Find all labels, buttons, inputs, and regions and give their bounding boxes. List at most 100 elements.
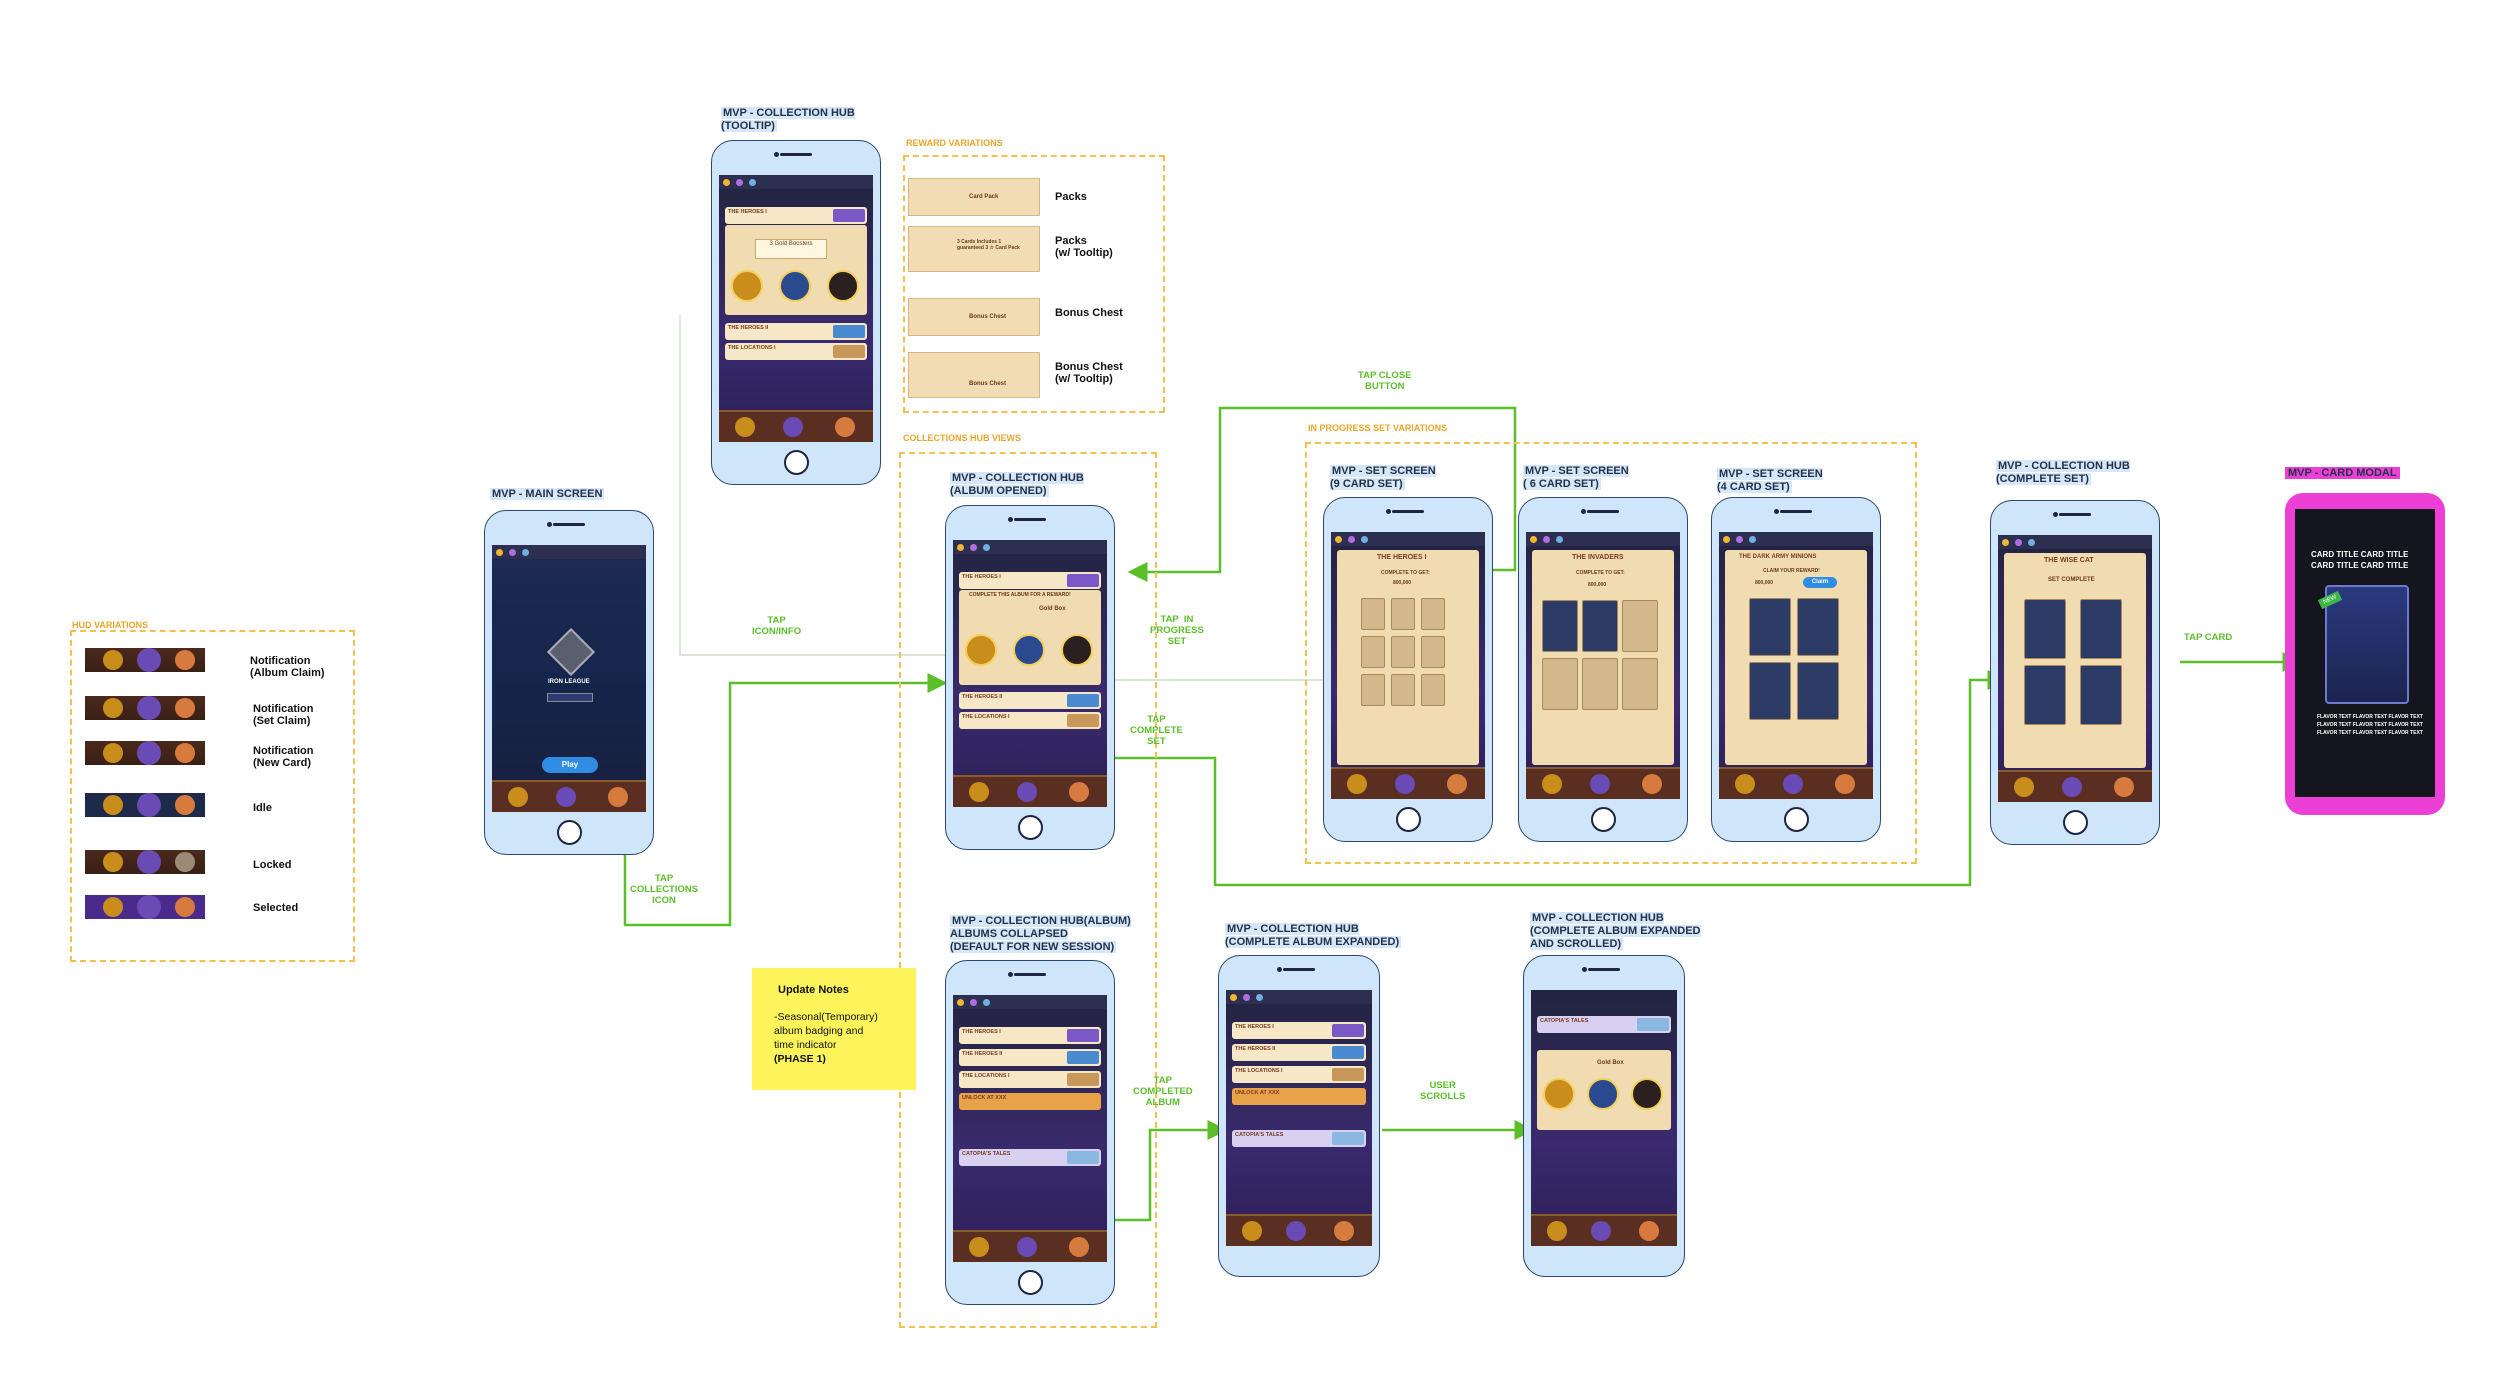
collections-icon[interactable] [1642,774,1662,794]
card-slot[interactable] [1421,674,1445,706]
versus-icon[interactable] [1286,1221,1306,1241]
play-button[interactable]: Play [542,757,598,773]
versus-icon[interactable] [1591,1221,1611,1241]
album-row-complete[interactable]: CATOPIA'S TALES [1232,1130,1366,1147]
album-row[interactable]: THE HEROES I [1232,1022,1366,1039]
badge-icon[interactable] [827,270,859,302]
update-notes-phase: (PHASE 1) [774,1053,826,1065]
flavor-text: FLAVOR TEXT FLAVOR TEXT FLAVOR TEXT [2317,722,2423,728]
badge-icon[interactable] [1587,1078,1619,1110]
badge-icon[interactable] [779,270,811,302]
card-slot[interactable] [1542,600,1578,652]
set-panel: THE HEROES I COMPLETE TO GET: 800,000 [1337,550,1479,765]
card-slot[interactable] [1749,662,1791,720]
card-slot[interactable] [1582,658,1618,710]
card-slot[interactable] [2080,599,2122,659]
set-sub: CLAIM YOUR REWARD! [1763,568,1820,574]
card-slot[interactable] [1542,658,1578,710]
album-row-locked[interactable]: UNLOCK AT XXX [959,1093,1101,1110]
versus-icon[interactable] [556,787,576,807]
card-slot[interactable] [1622,600,1658,652]
card-slot[interactable] [1391,636,1415,668]
trophy-icon[interactable] [1735,774,1755,794]
card-slot[interactable] [1361,674,1385,706]
trophy-icon[interactable] [2014,777,2034,797]
album-row[interactable]: THE HEROES I [959,1027,1101,1044]
badge-icon[interactable] [965,634,997,666]
trophy-icon[interactable] [969,1237,989,1257]
trophy-icon[interactable] [508,787,528,807]
tooltip-bubble: 3 Gold Boosters [755,239,827,259]
album-panel: COMPLETE THIS ALBUM FOR A REWARD! Gold B… [959,590,1101,685]
collections-icon[interactable] [1447,774,1467,794]
phone-collapsed: THE HEROES I THE HEROES II THE LOCATIONS… [945,960,1115,1305]
trophy-icon[interactable] [1547,1221,1567,1241]
versus-icon[interactable] [1783,774,1803,794]
album-row[interactable]: THE HEROES I [725,207,867,224]
home-button [557,820,582,845]
reward-img-text: 3 Cards Includes 1 guaranteed 3 ☆ Card P… [957,239,1020,251]
card-slot[interactable] [1361,636,1385,668]
reward-label-packs-tooltip: Packs (w/ Tooltip) [1055,235,1113,259]
card-slot[interactable] [1797,598,1839,656]
badge-icon[interactable] [731,270,763,302]
card-slot[interactable] [1749,598,1791,656]
badge-icon[interactable] [1631,1078,1663,1110]
album-row[interactable]: THE HEROES I [959,572,1101,589]
album-row[interactable]: THE HEROES II [959,1049,1101,1066]
versus-icon[interactable] [1395,774,1415,794]
trophy-icon[interactable] [1242,1221,1262,1241]
card-slot[interactable] [2080,665,2122,725]
badge-icon[interactable] [1543,1078,1575,1110]
collections-icon[interactable] [1835,774,1855,794]
card-slot[interactable] [1797,662,1839,720]
card-slot[interactable] [2024,665,2066,725]
album-opened-screen: THE HEROES I COMPLETE THIS ALBUM FOR A R… [953,540,1107,807]
card-slot[interactable] [2024,599,2066,659]
album-row-complete[interactable]: CATOPIA'S TALES [1537,1016,1671,1033]
card-slot[interactable] [1391,598,1415,630]
album-row[interactable]: THE LOCATIONS I [1232,1066,1366,1083]
versus-icon[interactable] [1590,774,1610,794]
badge-icon[interactable] [1061,634,1093,666]
card-slot[interactable] [1361,598,1385,630]
trophy-icon[interactable] [969,782,989,802]
album-row[interactable]: THE LOCATIONS I [725,343,867,360]
collections-icon[interactable] [608,787,628,807]
trophy-icon[interactable] [1542,774,1562,794]
trophy-icon[interactable] [1347,774,1367,794]
album-row[interactable]: THE HEROES II [725,323,867,340]
versus-icon[interactable] [1017,1237,1037,1257]
trophy-icon[interactable] [735,417,755,437]
badge-icon[interactable] [1013,634,1045,666]
home-button [1018,1270,1043,1295]
connector-close-button [1127,406,1517,582]
collections-icon[interactable] [835,417,855,437]
versus-icon[interactable] [2062,777,2082,797]
reward-bonus-chest-image: Bonus Chest [908,298,1040,336]
album-row[interactable]: THE LOCATIONS I [959,712,1101,729]
card-slot[interactable] [1421,598,1445,630]
collections-icon[interactable] [2114,777,2134,797]
collections-icon[interactable] [1334,1221,1354,1241]
card-slot[interactable] [1582,600,1618,652]
card-slot[interactable] [1391,674,1415,706]
album-row[interactable]: THE HEROES II [1232,1044,1366,1061]
album-row[interactable]: THE HEROES II [959,692,1101,709]
card-slot[interactable] [1622,658,1658,710]
album-row-complete[interactable]: CATOPIA'S TALES [959,1149,1101,1166]
collections-hub-views-label: COLLECTIONS HUB VIEWS [903,433,1022,443]
album-row[interactable]: THE LOCATIONS I [959,1071,1101,1088]
claim-button[interactable]: Claim [1803,577,1837,588]
album-panel: 3 Gold Boosters [725,225,867,315]
set-sub: COMPLETE TO GET: [1381,570,1430,576]
versus-icon[interactable] [1017,782,1037,802]
collections-icon[interactable] [1069,1237,1089,1257]
versus-icon[interactable] [783,417,803,437]
collections-icon[interactable] [1639,1221,1659,1241]
album-row-locked[interactable]: UNLOCK AT XXX [1232,1088,1366,1105]
card-slot[interactable] [1421,636,1445,668]
title-set6: MVP - SET SCREEN ( 6 CARD SET) [1523,465,1629,490]
collapsed-screen: THE HEROES I THE HEROES II THE LOCATIONS… [953,995,1107,1262]
collections-icon[interactable] [1069,782,1089,802]
